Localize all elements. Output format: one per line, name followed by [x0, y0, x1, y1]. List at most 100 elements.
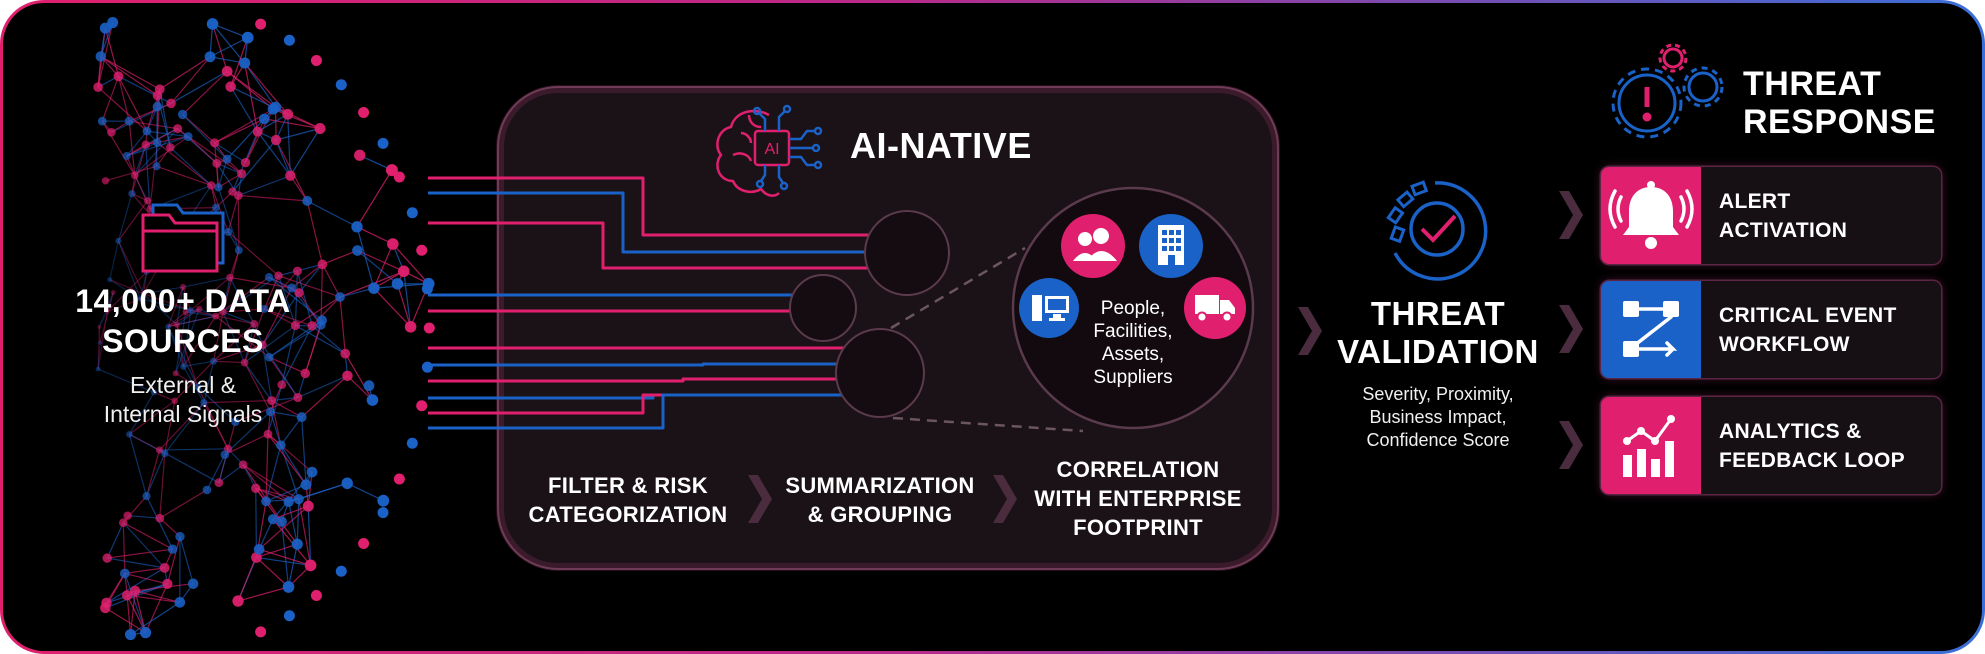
network-node: [141, 140, 150, 149]
network-link: [168, 324, 177, 328]
network-node: [275, 440, 286, 450]
network-node: [238, 460, 248, 470]
network-node: [155, 446, 164, 454]
network-node: [152, 90, 163, 101]
network-link: [304, 324, 322, 374]
network-node: [294, 288, 304, 298]
footprint-line: Suppliers: [1093, 367, 1173, 388]
network-node: [95, 366, 101, 372]
network-link: [130, 601, 181, 636]
network-node: [304, 559, 317, 572]
network-link: [100, 55, 161, 90]
network-link: [140, 298, 191, 311]
network-node: [240, 157, 251, 168]
network-link: [307, 472, 313, 507]
network-link: [298, 263, 323, 294]
network-link: [182, 276, 231, 288]
network-link: [231, 139, 277, 193]
network-node: [140, 291, 147, 297]
network-link: [222, 311, 255, 325]
network-link: [222, 277, 231, 313]
network-link: [128, 392, 155, 435]
network-node: [187, 307, 194, 314]
network-node: [377, 507, 389, 519]
network-link: [289, 128, 321, 177]
network-node: [214, 183, 223, 192]
network-link: [356, 169, 393, 228]
network-node: [363, 380, 375, 392]
chevron-icon: [1559, 191, 1583, 239]
network-node: [142, 492, 151, 501]
alert-activation-card: ALERT ACTIVATION: [1601, 167, 1941, 264]
network-node: [161, 449, 169, 458]
network-link: [97, 342, 101, 370]
network-node: [306, 466, 318, 478]
network-node: [150, 389, 158, 396]
title-line: 14,000+ DATA: [75, 283, 291, 319]
network-link: [287, 544, 298, 588]
network-node: [200, 399, 208, 407]
building-icon: [1139, 214, 1203, 278]
title-line: THREAT: [1370, 295, 1506, 332]
network-link: [117, 240, 141, 300]
network-node: [335, 79, 347, 91]
network-link: [182, 310, 192, 367]
title-line: RESPONSE: [1743, 103, 1936, 141]
network-link: [176, 286, 184, 325]
network-link: [98, 326, 101, 343]
network-node: [234, 246, 243, 255]
network-link: [124, 573, 147, 633]
network-node: [123, 511, 132, 520]
gauge-check-icon: [1386, 180, 1488, 281]
subtitle-line: Confidence Score: [1366, 430, 1510, 450]
network-link: [145, 583, 168, 633]
network-node: [97, 340, 103, 345]
network-link: [322, 249, 358, 265]
network-link: [267, 433, 307, 486]
network-link: [230, 37, 249, 87]
network-node: [342, 370, 353, 382]
network-node: [340, 348, 351, 359]
network-node: [261, 496, 271, 507]
network-node: [171, 397, 179, 405]
network-link: [187, 136, 218, 164]
gears-alert-icon: [1611, 43, 1724, 139]
network-link: [107, 548, 173, 559]
network-link: [301, 417, 307, 485]
analytics-icon: [1601, 397, 1701, 494]
network-link: [109, 240, 119, 280]
network-link: [356, 226, 394, 245]
network-link: [217, 158, 228, 188]
network-link: [261, 344, 273, 401]
network-node: [124, 628, 137, 641]
network-link: [164, 400, 176, 454]
network-link: [134, 590, 180, 603]
network-node: [206, 18, 219, 30]
network-link: [126, 130, 148, 157]
network-node: [122, 151, 131, 160]
network-node: [314, 122, 326, 134]
network-link: [129, 400, 176, 435]
network-node: [221, 66, 233, 77]
network-link: [255, 487, 289, 503]
network-link: [170, 56, 211, 104]
network-node: [300, 479, 312, 491]
network-node: [212, 203, 220, 212]
card-label: ANALYTICS & FEEDBACK LOOP: [1719, 417, 1905, 475]
network-node: [121, 590, 133, 601]
network-link: [206, 454, 226, 491]
network-link: [176, 308, 200, 326]
network-link: [321, 264, 341, 298]
network-link: [159, 56, 211, 90]
network-link: [214, 142, 246, 164]
network-link: [145, 495, 174, 550]
network-link: [167, 311, 187, 327]
network-link: [396, 283, 412, 327]
network-link: [257, 131, 291, 177]
network-link: [98, 292, 114, 328]
network-node: [252, 126, 263, 137]
network-link: [97, 326, 100, 370]
network-link: [127, 594, 180, 603]
network-link: [145, 135, 189, 146]
